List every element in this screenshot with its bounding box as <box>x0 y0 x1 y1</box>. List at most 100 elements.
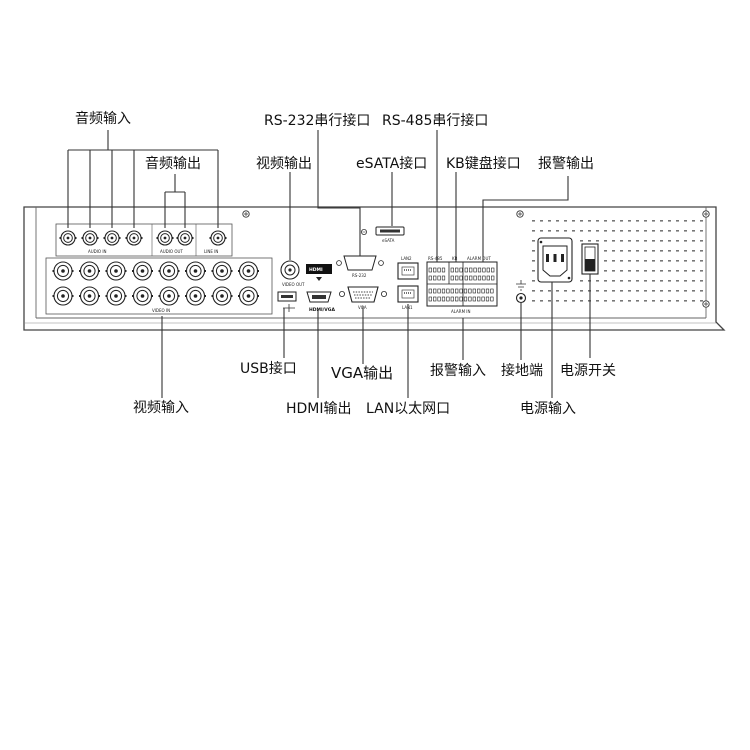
vent-slot <box>660 240 663 242</box>
vent-slot <box>676 220 679 222</box>
terminal-pin <box>446 296 450 302</box>
vent-slot <box>676 230 679 232</box>
vent-slot <box>676 290 679 292</box>
terminal-pin <box>428 267 432 273</box>
vent-slot <box>700 240 703 242</box>
power-inlet <box>537 237 573 283</box>
bnc-connector-icon <box>105 286 127 306</box>
vent-slot <box>636 280 639 282</box>
bnc-connector-icon <box>209 230 227 246</box>
vent-slot <box>532 230 535 232</box>
terminal-pin <box>455 288 459 294</box>
vent-slot <box>644 230 647 232</box>
vent-slot <box>612 280 615 282</box>
terminal-pin <box>468 296 472 302</box>
lan2-panel-label: LAN2 <box>401 256 412 261</box>
vent-slot <box>532 260 535 262</box>
vent-slot <box>580 230 583 232</box>
terminal-pin <box>473 275 477 281</box>
vent-slot <box>684 250 687 252</box>
terminal-pin <box>477 288 481 294</box>
terminal-pin <box>459 296 463 302</box>
terminal-pin <box>491 275 495 281</box>
bnc-connector-icon <box>185 286 206 306</box>
vent-slot <box>676 300 679 302</box>
terminal-pin <box>490 296 494 302</box>
ground-terminal <box>515 280 527 304</box>
screw-icon <box>361 229 367 235</box>
callout-kb: KB键盘接口 <box>446 156 521 172</box>
vent-slot <box>532 240 535 242</box>
vent-slot <box>652 290 655 292</box>
usb-icon <box>283 304 295 312</box>
vent-slot <box>556 300 559 302</box>
terminal-pin <box>437 288 441 294</box>
callout-esata: eSATA接口 <box>356 156 428 172</box>
terminal-pin <box>468 288 472 294</box>
vent-slot <box>604 270 607 272</box>
terminal-pin <box>477 296 481 302</box>
vent-slot <box>620 250 623 252</box>
vent-slot <box>700 230 703 232</box>
terminal-pin <box>459 267 463 273</box>
bnc-connector-icon <box>105 261 127 281</box>
vent-slot <box>540 220 543 222</box>
vent-slot <box>564 300 567 302</box>
terminal-pin <box>437 296 441 302</box>
vent-slot <box>692 240 695 242</box>
vent-slot <box>628 240 631 242</box>
vent-slot <box>668 230 671 232</box>
vent-slot <box>676 250 679 252</box>
terminal-pin <box>459 288 463 294</box>
bnc-connector-icon <box>185 261 206 281</box>
vent-slot <box>684 300 687 302</box>
vent-slot <box>668 220 671 222</box>
terminal-pin <box>441 296 446 302</box>
vent-slot <box>580 240 583 242</box>
ground-icon <box>516 280 526 291</box>
vent-slot <box>572 290 575 292</box>
bnc-connector-icon <box>79 286 100 306</box>
vent-slot <box>628 290 631 292</box>
audio-in-panel-label: AUDIO IN <box>88 249 107 254</box>
vent-slot <box>636 230 639 232</box>
screw-icon <box>242 210 250 218</box>
leader-lines <box>67 130 591 398</box>
vent-slot <box>652 240 655 242</box>
vent-slot <box>660 280 663 282</box>
vent-slot <box>700 220 703 222</box>
terminal-pin <box>464 275 468 281</box>
vent-slot <box>596 300 599 302</box>
terminal-pin <box>472 296 476 302</box>
vent-slot <box>620 290 623 292</box>
terminal-pin <box>433 296 437 302</box>
mounting-screws <box>242 210 710 308</box>
vent-slot <box>668 280 671 282</box>
vent-slot <box>604 290 607 292</box>
bnc-connector-icon <box>79 261 100 281</box>
vent-slot <box>604 300 607 302</box>
terminal-pin <box>477 267 482 273</box>
vent-slot <box>700 300 703 302</box>
terminal-pin <box>441 288 446 294</box>
vent-slot <box>604 260 607 262</box>
vent-slot <box>588 240 591 242</box>
vent-slot <box>692 270 695 272</box>
alarm-out-panel-label: ALARM OUT <box>467 256 491 261</box>
vent-slot <box>580 300 583 302</box>
terminal-pin <box>481 296 485 302</box>
arrow-down-icon <box>316 277 322 281</box>
bnc-connector-icon <box>132 286 153 306</box>
hdmi-vga-panel-label: HDMI/VGA <box>309 307 335 313</box>
vent-slot <box>564 290 567 292</box>
vent-slot <box>644 250 647 252</box>
vent-slot <box>700 270 703 272</box>
callout-power-switch: 电源开关 <box>560 363 616 379</box>
vent-slot <box>596 220 599 222</box>
callout-audio-in: 音频输入 <box>75 111 131 127</box>
vent-slot <box>676 240 679 242</box>
vent-slot <box>660 300 663 302</box>
vga-port <box>338 286 387 303</box>
vent-slot <box>612 300 615 302</box>
